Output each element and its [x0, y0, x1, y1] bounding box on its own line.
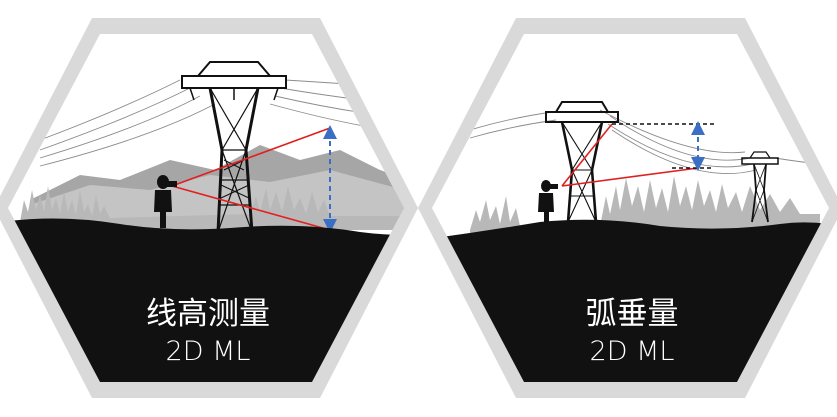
surveyor-silhouette	[154, 175, 177, 228]
panel-subtitle: 2D ML	[166, 336, 251, 367]
sight-lines	[171, 127, 331, 231]
transmission-tower	[181, 61, 287, 233]
panel-sag: 弧垂量 2D ML	[418, 18, 837, 398]
panel-title: 线高测量	[146, 296, 270, 332]
tree-line	[20, 186, 404, 230]
panel-subtitle: 2D ML	[590, 336, 675, 367]
sight-lines	[561, 123, 699, 187]
ground-silhouette	[432, 219, 829, 382]
surveyor-silhouette	[538, 180, 558, 222]
transmission-tower-distant	[741, 151, 779, 223]
panel-line-height: 线高测量 2D ML	[0, 18, 418, 398]
tree-line	[470, 176, 820, 240]
panel-title: 弧垂量	[586, 296, 679, 332]
transmission-tower	[545, 101, 619, 223]
ground-silhouette	[8, 218, 404, 382]
